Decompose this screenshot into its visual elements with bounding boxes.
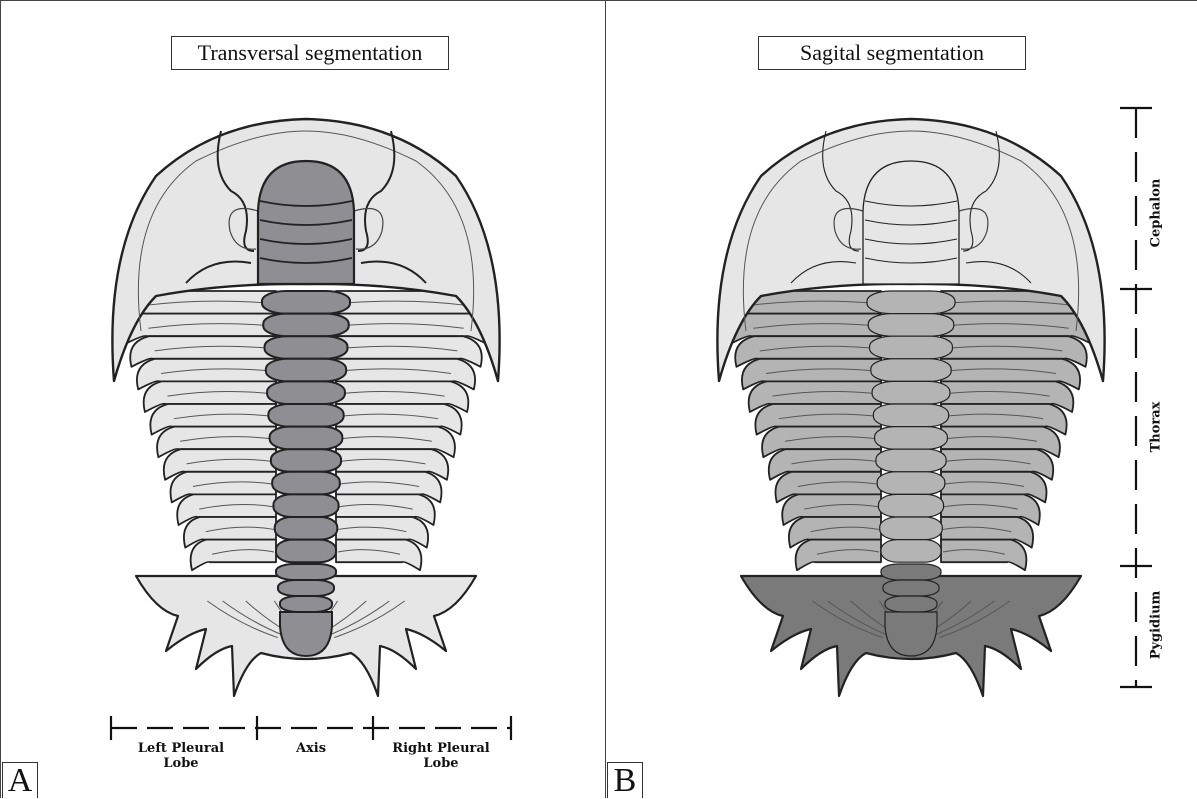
axial-ring [271,449,341,472]
panel-a: Transversal segmentation Left Pleural Lo… [0,0,605,798]
pygidium-label: Pygidium [1149,591,1164,660]
axial-ring [875,427,948,450]
panel-b-letter: B [607,762,643,798]
axial-ring [270,427,343,450]
axial-ring [871,359,951,382]
axial-ring [263,314,348,337]
left-pleural-lobe-label: Left Pleural Lobe [126,741,236,771]
trilobite [112,119,499,696]
axial-ring [275,517,338,540]
trilobite-sagittal-diagram [606,1,1197,799]
axial-ring [880,517,943,540]
panel-b: Sagital segmentation Cephalon Thorax Pyg… [605,0,1197,798]
cephalon-label: Cephalon [1149,179,1164,248]
pygidial-axis-tip [885,612,937,656]
axial-ring [268,404,343,427]
pygidial-axial-ring [280,596,332,612]
pygidial-axial-ring [885,596,937,612]
pleural-segment-right [336,540,421,571]
axial-ring [878,494,943,517]
axial-ring [273,494,338,517]
axial-ring [272,472,340,495]
sagittal-scale [1120,108,1152,687]
axial-ring [877,472,945,495]
trilobite-transversal-diagram [1,1,606,799]
pygidial-axial-ring [278,580,334,596]
axial-ring [262,291,350,314]
axis-label: Axis [271,741,351,756]
pygidial-axial-ring [883,580,939,596]
axial-ring [266,359,346,382]
axial-ring [265,336,348,359]
axial-ring [870,336,953,359]
axial-ring [881,540,941,563]
pygidial-axial-ring [881,564,941,580]
pleural-segment-left [191,540,276,571]
axial-ring [872,381,950,404]
transversal-scale [111,716,511,740]
axial-ring [868,314,953,337]
pleural-segment-left [796,540,881,571]
right-pleural-lobe-label: Right Pleural Lobe [381,741,501,771]
pygidial-axial-ring [276,564,336,580]
axial-ring [873,404,948,427]
axial-ring [867,291,955,314]
thorax-label: Thorax [1149,402,1164,453]
trilobite [717,119,1104,696]
axial-ring [267,381,345,404]
pleural-segment-right [941,540,1026,571]
pygidial-axis-tip [280,612,332,656]
axial-ring [876,449,946,472]
axial-ring [276,540,336,563]
panel-a-letter: A [2,762,38,798]
